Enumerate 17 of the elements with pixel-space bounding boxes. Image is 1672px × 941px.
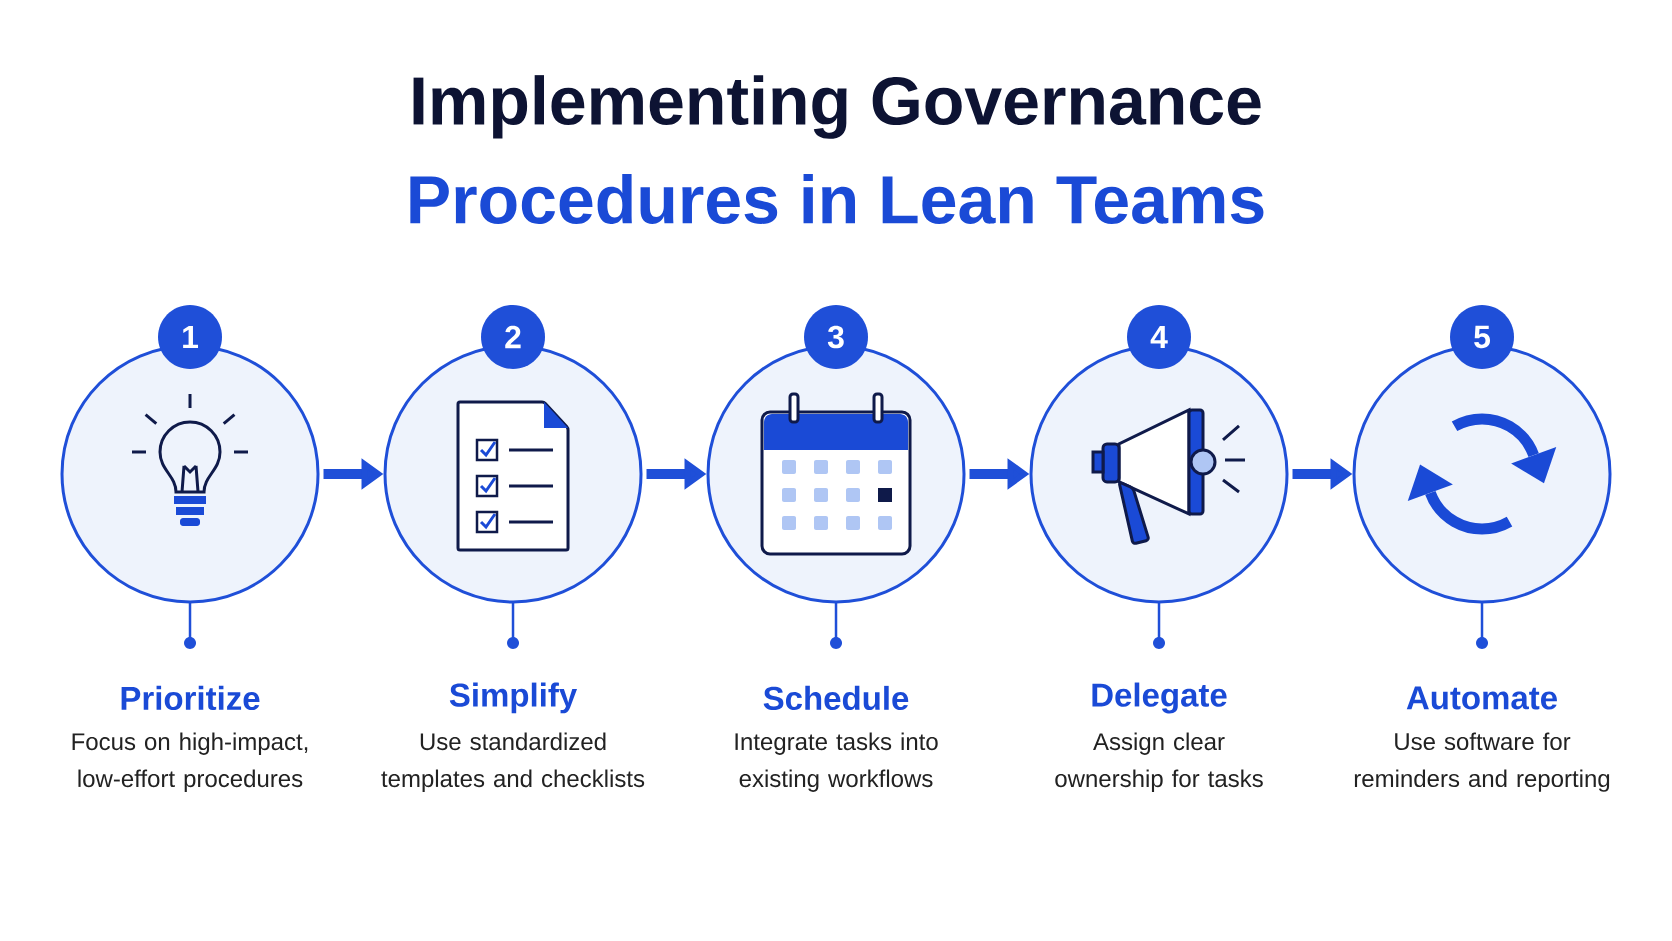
step-description: Use standardized templates and checklists bbox=[381, 732, 645, 792]
step-title: Simplify bbox=[449, 682, 578, 714]
node-label: 5 bbox=[1474, 325, 1491, 349]
step-title: Automate bbox=[1406, 686, 1557, 710]
node-label: 1 bbox=[183, 325, 199, 348]
step-title: Delegate bbox=[1092, 682, 1227, 714]
node-label: 3 bbox=[827, 325, 844, 349]
step-description: Focus on high-impact, low-effort procedures bbox=[72, 732, 308, 792]
step-title: Schedule bbox=[763, 685, 909, 711]
step-description: Assign clear ownership for tasks bbox=[1055, 732, 1263, 792]
node-label: 4 bbox=[1150, 325, 1168, 348]
step-description: Use software for reminders and reporting bbox=[1354, 732, 1610, 792]
step-title: Prioritize bbox=[121, 685, 260, 711]
title: Implementing Governance bbox=[413, 75, 1261, 139]
subtitle: Procedures in Lean Teams bbox=[410, 174, 1264, 224]
node-label: 2 bbox=[505, 325, 521, 349]
step-description: Integrate tasks into existing workflows bbox=[735, 732, 938, 792]
